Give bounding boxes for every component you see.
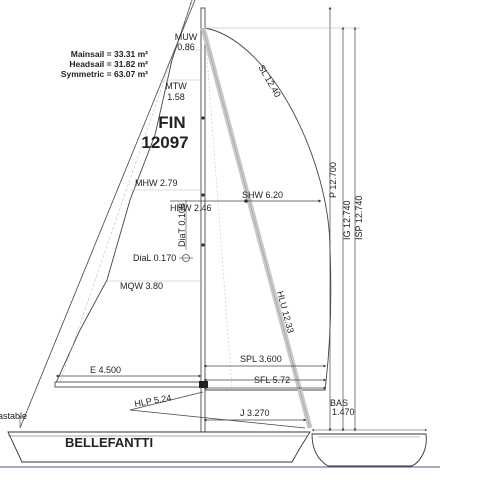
hlp-label: HLP 5.24 (134, 393, 173, 409)
gooseneck (199, 381, 208, 388)
bas-label: BAS (330, 398, 348, 408)
shw-label: SHW 6.20 (242, 190, 283, 200)
mast (200, 7, 206, 433)
hhw-label: HHW 2.46 (170, 203, 212, 213)
headsail-foot (129, 391, 204, 411)
sl-label: SL 12.40 (256, 63, 283, 99)
headsail-luff-edge (202, 27, 311, 429)
sfl-label: SFL 5.72 (254, 375, 290, 385)
muw-label: MUW (175, 32, 198, 42)
e-label: E 4.500 (90, 365, 121, 375)
headsail-foot (129, 409, 306, 429)
muw-value: 0.86 (177, 42, 195, 52)
mast-fitting (201, 116, 205, 120)
p-label: P 12.700 (328, 162, 338, 198)
mtw-label: MTW (165, 81, 187, 91)
hull-section (311, 433, 427, 467)
boat-name: BELLEFANTTI (65, 435, 153, 450)
side-text: astable (0, 411, 27, 421)
j-label: J 3.270 (240, 408, 270, 418)
diat-label: DiaT 0.108 (177, 203, 187, 247)
backstay (19, 0, 196, 429)
sail-number: 12097 (141, 133, 188, 152)
mast-fitting (201, 193, 205, 197)
sail-number-country: FIN (158, 113, 185, 132)
mqw-label: MQW 3.80 (120, 281, 163, 291)
mainsail-roach-line (59, 0, 193, 383)
headsail-area-label: Headsail = 31.82 m² (69, 59, 148, 69)
mast-fitting (201, 243, 205, 247)
bas-value: 1.470 (332, 407, 355, 417)
boom (54, 381, 206, 388)
ig-label: IG 12.740 (342, 200, 352, 240)
mainsail-leech (54, 0, 193, 386)
mhw-label: MHW 2.79 (135, 178, 178, 188)
mtw-value: 1.58 (167, 92, 185, 102)
dial-label: DiaL 0.170 (133, 253, 176, 263)
hull (7, 431, 311, 463)
symmetric-area-label: Symmetric = 63.07 m² (61, 69, 148, 79)
mainsail-area-label: Mainsail = 33.31 m² (71, 49, 148, 59)
isp-label: ISP 12.740 (354, 196, 364, 240)
spl-label: SPL 3.600 (240, 354, 282, 364)
hhw-point (244, 199, 248, 203)
